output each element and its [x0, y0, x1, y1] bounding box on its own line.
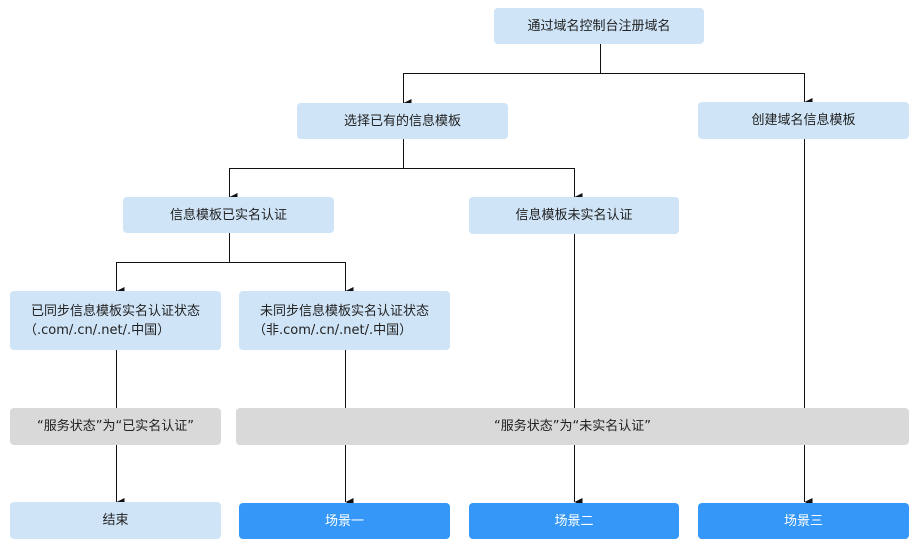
node-label: 创建域名信息模板 [751, 113, 856, 128]
node-unverified: 信息模板未实名认证 [469, 197, 679, 234]
node-select-existing: 选择已有的信息模板 [297, 103, 508, 139]
node-label: （.com/.cn/.net/.中国） [24, 322, 171, 338]
node-status-unverified: “服务状态”为“未实名认证” [236, 408, 909, 445]
node-register: 通过域名控制台注册域名 [494, 8, 704, 44]
node-scenario-3: 场景三 [698, 503, 909, 539]
connector [403, 44, 601, 107]
connector [600, 73, 813, 106]
node-status-verified: “服务状态”为“已实名认证” [10, 408, 221, 445]
node-scenario-2: 场景二 [469, 503, 679, 539]
connector [116, 233, 230, 295]
node-label: 信息模板已实名认证 [169, 207, 287, 223]
node-verified: 信息模板已实名认证 [123, 197, 334, 233]
node-label: 场景二 [554, 513, 594, 529]
node-label: 场景三 [783, 513, 823, 529]
node-label: 场景一 [324, 513, 364, 529]
connector [403, 168, 583, 201]
node-label: 结束 [102, 513, 129, 528]
connector [229, 262, 354, 295]
node-end: 结束 [10, 502, 221, 539]
node-label: 信息模板未实名认证 [515, 208, 633, 223]
node-synced: 已同步信息模板实名认证状态 （.com/.cn/.net/.中国） [10, 291, 221, 350]
node-label: “服务状态”为“未实名认证” [494, 419, 651, 434]
node-label: （非.com/.cn/.net/.中国） [253, 322, 413, 338]
node-unsynced: 未同步信息模板实名认证状态 （非.com/.cn/.net/.中国） [239, 291, 450, 350]
node-scenario-1: 场景一 [239, 503, 450, 539]
connector [229, 139, 404, 201]
node-label: 通过域名控制台注册域名 [527, 18, 671, 34]
node-label: 未同步信息模板实名认证状态 [259, 303, 429, 319]
node-label: 已同步信息模板实名认证状态 [30, 303, 200, 319]
node-label: “服务状态”为“已实名认证” [37, 419, 194, 434]
node-create-template: 创建域名信息模板 [698, 102, 909, 139]
node-label: 选择已有的信息模板 [343, 113, 461, 129]
